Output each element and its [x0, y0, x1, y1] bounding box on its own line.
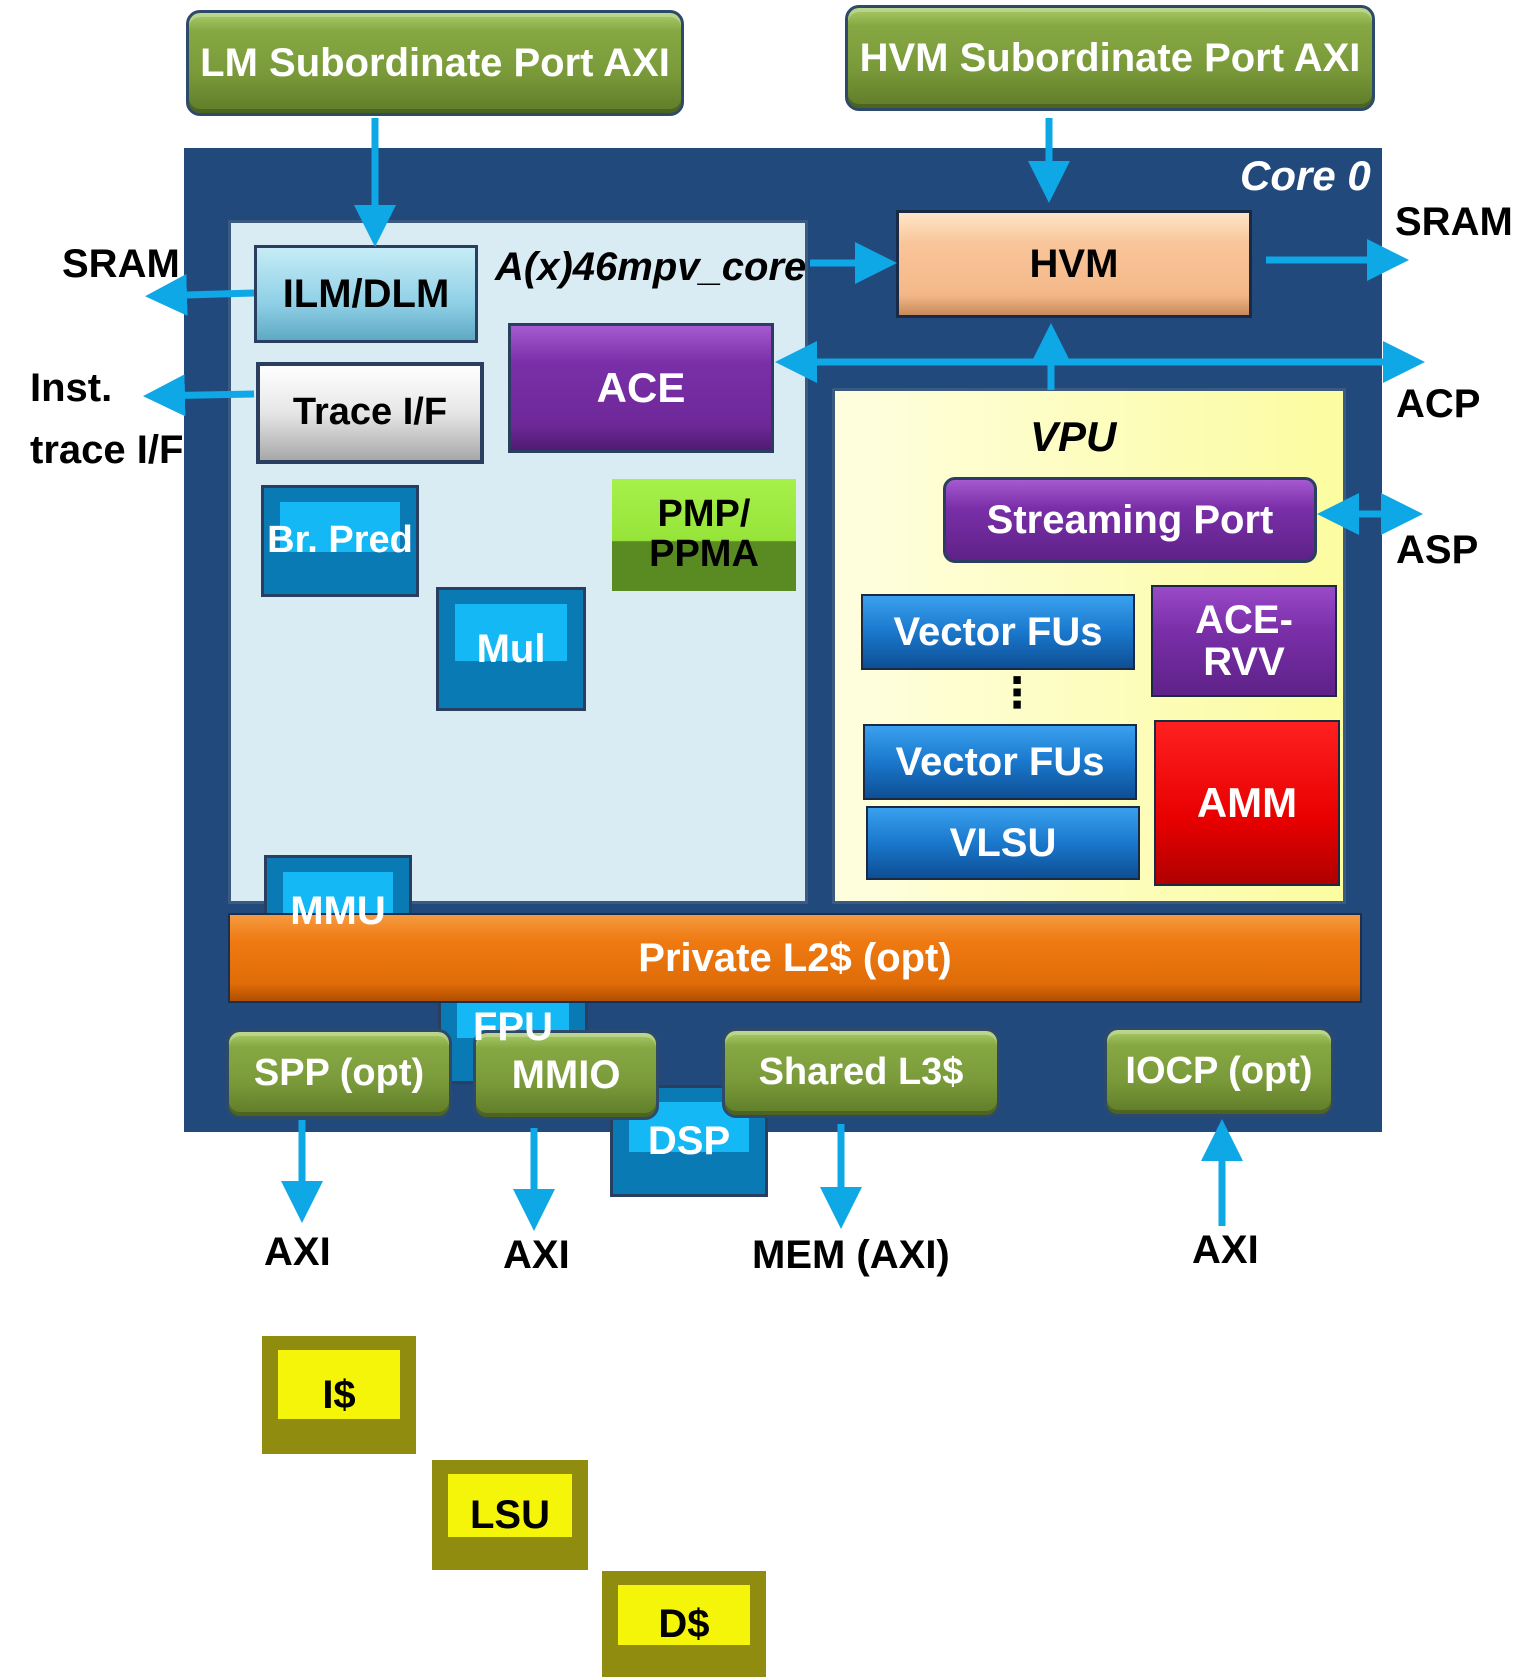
- unit-dcache-label: D$: [658, 1602, 710, 1646]
- arrows-layer: [143, 118, 1425, 1231]
- hvm-subordinate-port-label: HVM Subordinate Port AXI: [859, 36, 1361, 80]
- vector-fus-block-2: Vector FUs: [863, 724, 1137, 800]
- label-axi-spp: AXI: [264, 1230, 331, 1274]
- label-sram-right: SRAM: [1395, 200, 1513, 244]
- label-asp: ASP: [1396, 528, 1479, 572]
- arrow-ilm-to-sram: [145, 273, 255, 316]
- port-mmio-label: MMIO: [511, 1053, 621, 1097]
- unit-icache-label: I$: [322, 1373, 356, 1417]
- label-inst-trace-1: Inst.: [30, 366, 113, 410]
- streaming-port-label: Streaming Port: [986, 498, 1274, 542]
- private-l2-label: Private L2$ (opt): [638, 936, 952, 980]
- unit-mul-label: Mul: [476, 627, 546, 671]
- unit-fpu-label: FPU: [473, 1005, 553, 1049]
- port-iocp-label: IOCP (opt): [1125, 1050, 1313, 1093]
- label-mem-axi: MEM (AXI): [752, 1233, 950, 1277]
- port-shared-l3-label: Shared L3$: [758, 1051, 964, 1094]
- vlsu-block: VLSU: [866, 806, 1140, 880]
- port-spp-label: SPP (opt): [253, 1052, 425, 1095]
- port-iocp: IOCP (opt): [1104, 1027, 1334, 1117]
- vector-fus-block-1: Vector FUs: [861, 594, 1135, 670]
- trace-if-block: Trace I/F: [256, 362, 484, 464]
- amm-block: AMM: [1154, 720, 1340, 886]
- ilm-dlm-label: ILM/DLM: [282, 272, 450, 316]
- unit-lsu-label: LSU: [470, 1493, 550, 1537]
- label-inst-trace-2: trace I/F: [30, 428, 184, 472]
- trace-if-label: Trace I/F: [292, 391, 448, 434]
- unit-pmp-ppma-label: PMP/ PPMA: [649, 493, 759, 575]
- streaming-port-block: Streaming Port: [943, 477, 1317, 563]
- hvm-subordinate-port: HVM Subordinate Port AXI: [845, 5, 1375, 111]
- unit-dcache: D$: [602, 1571, 766, 1677]
- vlsu-label: VLSU: [949, 821, 1057, 865]
- unit-br-pred: Br. Pred: [261, 485, 419, 597]
- vector-fus-label-2: Vector FUs: [895, 740, 1105, 784]
- hvm-label: HVM: [1029, 242, 1119, 286]
- cpu-core-title: A(x)46mpv_core: [495, 245, 807, 289]
- vpu-title: VPU: [1030, 413, 1117, 460]
- lm-subordinate-port-label: LM Subordinate Port AXI: [200, 41, 670, 85]
- unit-mmu-label: MMU: [290, 889, 386, 933]
- vector-fus-label-1: Vector FUs: [893, 610, 1103, 654]
- amm-label: AMM: [1196, 778, 1298, 826]
- lm-subordinate-port: LM Subordinate Port AXI: [186, 10, 684, 116]
- ace-rvv-block: ACE- RVV: [1151, 585, 1337, 697]
- vector-fus-ellipsis: ⋮: [996, 669, 1038, 716]
- core-title: Core 0: [1240, 152, 1371, 199]
- ace-block: ACE: [508, 323, 774, 453]
- ilm-dlm-block: ILM/DLM: [254, 245, 478, 343]
- label-acp: ACP: [1396, 382, 1481, 426]
- label-axi-iocp: AXI: [1192, 1228, 1259, 1272]
- hvm-block: HVM: [896, 210, 1252, 318]
- arrow-trace-to-inst: [143, 374, 255, 417]
- ace-label: ACE: [596, 363, 686, 411]
- port-spp: SPP (opt): [226, 1029, 452, 1119]
- private-l2-cache: Private L2$ (opt): [228, 913, 1362, 1003]
- unit-br-pred-label: Br. Pred: [267, 519, 413, 562]
- unit-lsu: LSU: [432, 1460, 588, 1570]
- unit-dsp-label: DSP: [647, 1119, 731, 1163]
- port-mmio: MMIO: [473, 1030, 659, 1120]
- unit-pmp-ppma: PMP/ PPMA: [612, 479, 796, 591]
- port-shared-l3: Shared L3$: [722, 1028, 1000, 1118]
- ace-rvv-label: ACE- RVV: [1195, 598, 1293, 684]
- unit-icache: I$: [262, 1336, 416, 1454]
- unit-mul: Mul: [436, 587, 586, 711]
- label-axi-mmio: AXI: [503, 1233, 570, 1277]
